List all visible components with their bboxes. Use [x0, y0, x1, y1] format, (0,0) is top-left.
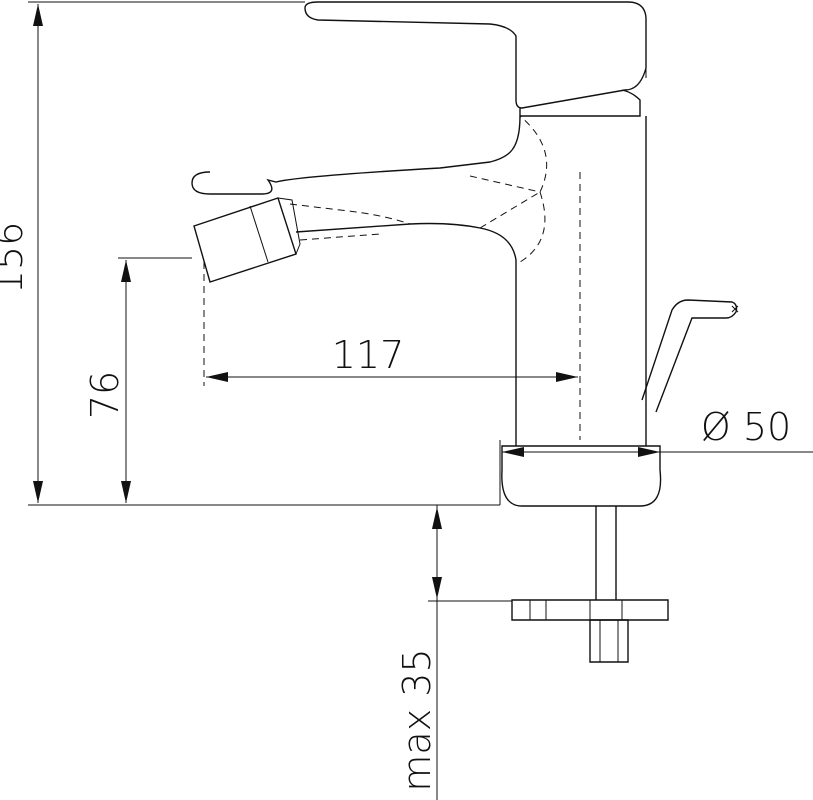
dimension-labels: 156 76 117 Ø 50 max 35	[0, 222, 791, 792]
upper-spout-arm	[191, 149, 513, 195]
spout-reach-arrow-right	[556, 372, 578, 382]
spout-reach-label: 117	[332, 333, 405, 377]
spout-nozzle	[193, 197, 297, 283]
mounting-nut-line	[599, 620, 619, 662]
pull-rod	[641, 299, 738, 413]
main-body-left	[511, 115, 521, 151]
handle-base	[519, 89, 641, 117]
dimension-lines	[28, 1, 813, 800]
spout-height-arrow-bottom	[121, 481, 131, 503]
spout-height-arrow-top	[121, 260, 131, 282]
mounting-nut	[589, 619, 629, 663]
nozzle-divider	[249, 205, 269, 263]
diameter-arrow-right	[638, 447, 660, 457]
spout-neck	[295, 222, 517, 300]
pull-rod-tip	[731, 305, 739, 313]
deck-arrow-bottom	[432, 577, 442, 599]
hidden-line-internal-3	[479, 191, 541, 229]
base-diameter-label: Ø 50	[701, 405, 791, 449]
total-height-arrow-top	[33, 4, 43, 26]
max-deck-thickness-label: max 35	[395, 648, 439, 791]
nozzle-tip	[277, 197, 301, 255]
mounting-plate-inner	[529, 600, 623, 620]
mounting-shank	[595, 506, 617, 600]
mounting-plate	[511, 599, 669, 621]
hidden-line-internal-2	[519, 191, 546, 263]
diameter-arrow-left	[502, 447, 524, 457]
total-height-label: 156	[0, 222, 31, 295]
faucet-outline	[191, 1, 739, 663]
hidden-line-spout-bottom	[299, 233, 381, 241]
top-lever-handle	[304, 1, 647, 109]
hidden-line-spout-top	[289, 203, 411, 225]
spout-reach-arrow-left	[206, 372, 228, 382]
hidden-line-internal-1	[469, 115, 548, 193]
deck-arrow-top	[432, 507, 442, 529]
spout-height-label: 76	[83, 371, 127, 419]
faucet-base	[501, 445, 662, 507]
total-height-arrow-bottom	[33, 481, 43, 503]
